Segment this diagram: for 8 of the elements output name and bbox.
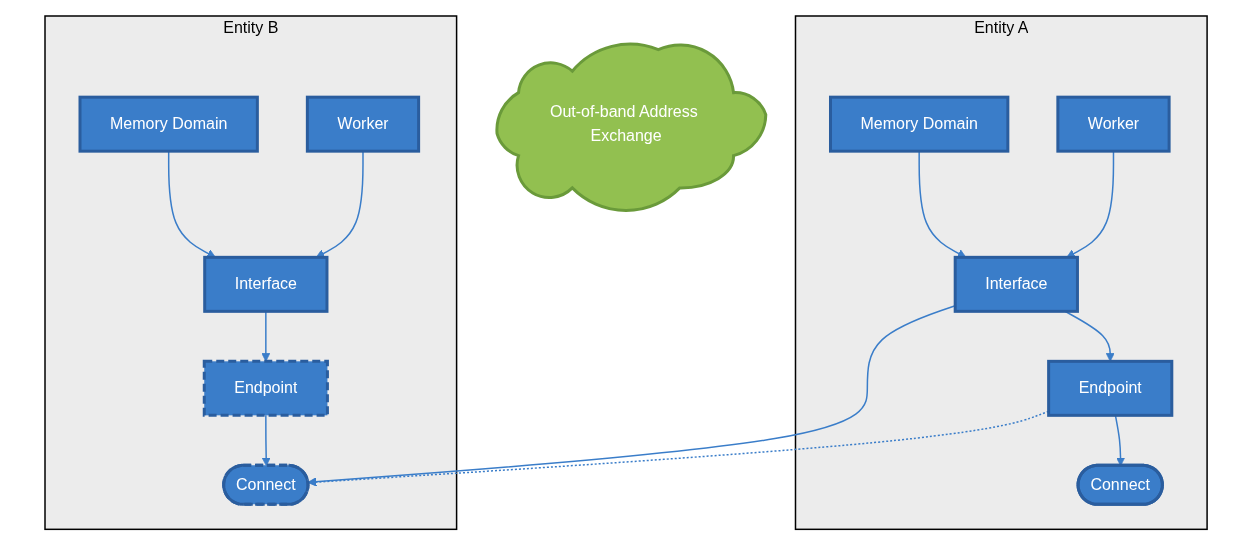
node-box: Endpoint [1047, 360, 1174, 418]
node-box: Interface [203, 256, 329, 314]
node-box: Worker [1056, 96, 1172, 153]
node-box: Memory Domain [829, 96, 1010, 153]
node-box: Interface [954, 256, 1080, 314]
node-box: Endpoint [203, 360, 330, 418]
node-box: Memory Domain [78, 96, 260, 153]
node-box: Worker [306, 96, 421, 153]
